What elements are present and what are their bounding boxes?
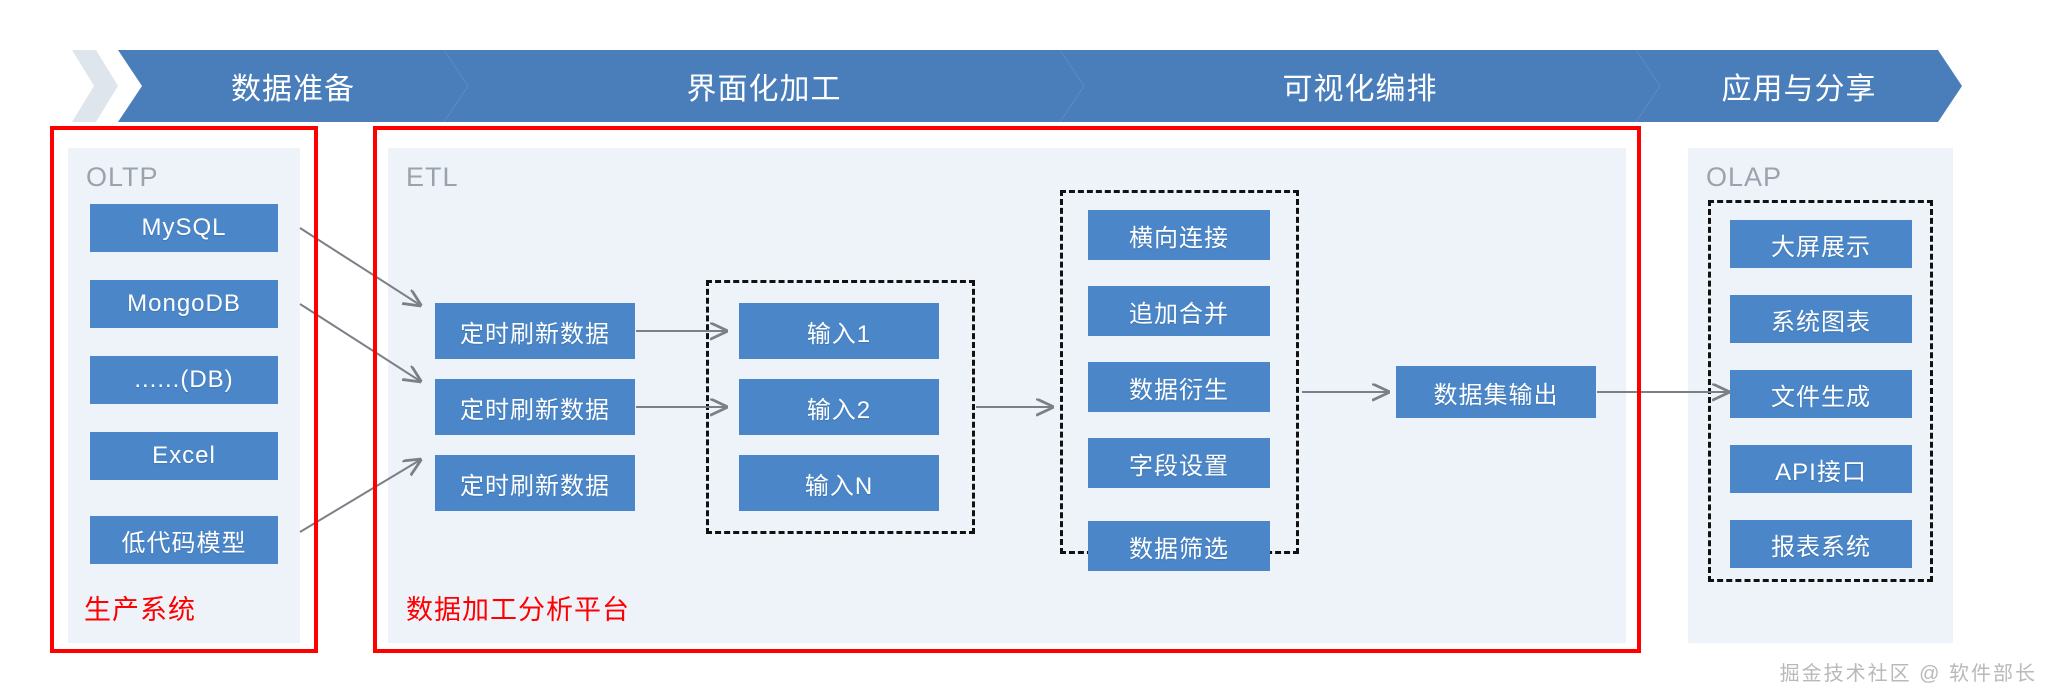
source-node-mongodb[interactable]: MongoDB — [90, 280, 278, 328]
node-label: 字段设置 — [1129, 452, 1229, 480]
watermark: 掘金技术社区 @ 软件部长 — [1779, 663, 2037, 685]
input-node-1[interactable]: 输入1 — [739, 303, 939, 359]
etl-panel: ETL 定时刷新数据 定时刷新数据 定时刷新数据 输入1 输入2 输入N 横向连… — [388, 148, 1626, 643]
scheduler-node-2[interactable]: 定时刷新数据 — [435, 379, 635, 435]
platform-outline — [373, 126, 1641, 653]
node-label: 数据衍生 — [1129, 376, 1229, 404]
scheduler-node-1[interactable]: 定时刷新数据 — [435, 303, 635, 359]
source-node-other-db[interactable]: ......(DB) — [90, 356, 278, 404]
node-label: 输入2 — [806, 396, 872, 424]
banner-stage-ui-processing[interactable]: 界面化加工 — [444, 50, 1084, 122]
transform-node-horizontal-join[interactable]: 横向连接 — [1088, 210, 1270, 260]
olap-panel: OLAP 大屏展示 系统图表 文件生成 API接口 报表系统 — [1688, 148, 1953, 643]
process-stage-banner: 数据准备 界面化加工 可视化编排 应用与分享 — [72, 50, 1962, 122]
node-label: MongoDB — [127, 290, 241, 317]
target-node-report-system[interactable]: 报表系统 — [1730, 520, 1912, 568]
node-label: 数据筛选 — [1129, 535, 1229, 563]
transform-node-append-merge[interactable]: 追加合并 — [1088, 286, 1270, 336]
transform-node-data-derivation[interactable]: 数据衍生 — [1088, 362, 1270, 412]
etl-panel-title: ETL — [406, 162, 459, 192]
scheduler-node-3[interactable]: 定时刷新数据 — [435, 455, 635, 511]
source-node-low-code-model[interactable]: 低代码模型 — [90, 516, 278, 564]
dataset-output-node[interactable]: 数据集输出 — [1396, 366, 1596, 418]
banner-stage-visual-orchestration[interactable]: 可视化编排 — [1060, 50, 1660, 122]
node-label: 定时刷新数据 — [460, 396, 610, 424]
banner-stage-apply-and-share[interactable]: 应用与分享 — [1636, 50, 1962, 122]
target-node-file-generation[interactable]: 文件生成 — [1730, 370, 1912, 418]
node-label: Excel — [152, 442, 216, 469]
source-node-excel[interactable]: Excel — [90, 432, 278, 480]
node-label: 输入N — [804, 472, 874, 500]
platform-caption: 数据加工分析平台 — [406, 595, 630, 625]
node-label: 低代码模型 — [121, 529, 247, 557]
node-label: 报表系统 — [1771, 533, 1871, 561]
node-label: 定时刷新数据 — [460, 472, 610, 500]
olap-panel-title: OLAP — [1706, 162, 1783, 192]
production-system-outline — [50, 126, 318, 653]
target-node-api[interactable]: API接口 — [1730, 445, 1912, 493]
banner-stage-label: 应用与分享 — [1721, 73, 1877, 106]
banner-stage-data-preparation[interactable]: 数据准备 — [118, 50, 468, 122]
banner-stage-label: 数据准备 — [231, 73, 355, 106]
node-label: ......(DB) — [134, 366, 234, 393]
node-label: API接口 — [1775, 458, 1867, 486]
transform-node-data-filter[interactable]: 数据筛选 — [1088, 521, 1270, 571]
node-label: 数据集输出 — [1433, 381, 1559, 409]
node-label: 文件生成 — [1771, 383, 1871, 411]
source-node-mysql[interactable]: MySQL — [90, 204, 278, 252]
banner-stage-label: 可视化编排 — [1282, 73, 1438, 106]
transform-node-field-settings[interactable]: 字段设置 — [1088, 438, 1270, 488]
banner-stage-label: 界面化加工 — [686, 73, 842, 106]
input-node-2[interactable]: 输入2 — [739, 379, 939, 435]
target-node-big-screen[interactable]: 大屏展示 — [1730, 220, 1912, 268]
node-label: 追加合并 — [1129, 300, 1229, 328]
node-label: 大屏展示 — [1771, 233, 1871, 261]
input-node-n[interactable]: 输入N — [739, 455, 939, 511]
banner-start-cap — [72, 50, 118, 122]
oltp-panel-title: OLTP — [86, 162, 159, 192]
node-label: 输入1 — [806, 320, 872, 348]
production-system-caption: 生产系统 — [84, 595, 196, 625]
node-label: 定时刷新数据 — [460, 320, 610, 348]
oltp-panel: OLTP MySQL MongoDB ......(DB) Excel 低代码模… — [68, 148, 300, 643]
node-label: 横向连接 — [1129, 224, 1229, 252]
target-node-system-chart[interactable]: 系统图表 — [1730, 295, 1912, 343]
node-label: 系统图表 — [1771, 308, 1871, 336]
node-label: MySQL — [141, 214, 227, 241]
